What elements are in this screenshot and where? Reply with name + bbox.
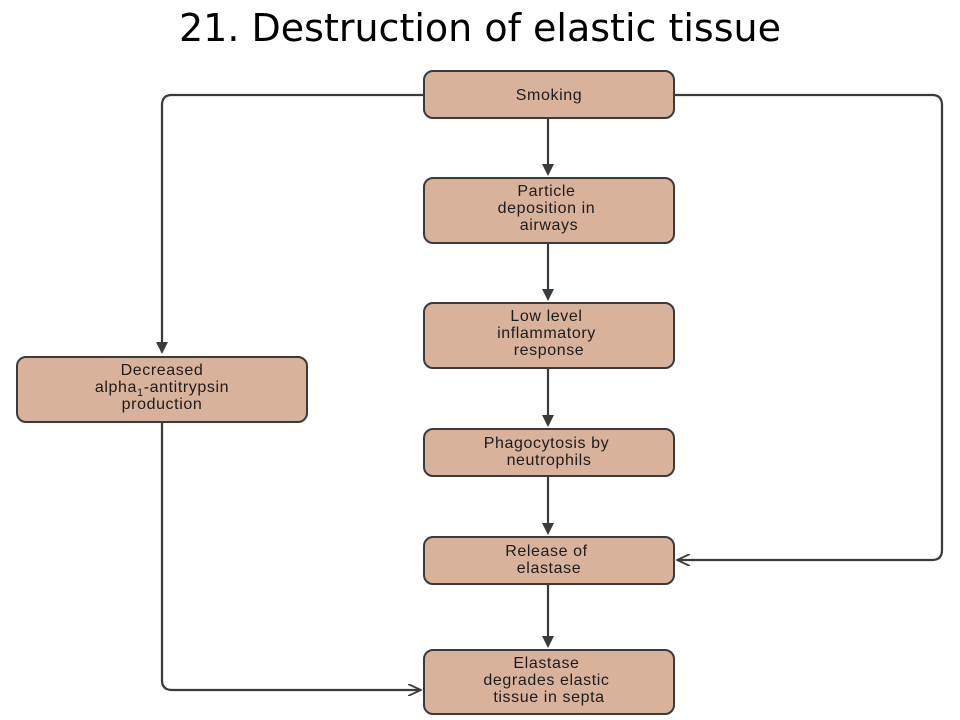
node-particle-line-2: deposition in xyxy=(498,200,596,217)
svg-text:Phagocytosis by neutroph: Phagocytosis by neutrophils xyxy=(484,435,615,469)
node-phagocytosis-line-1: Phagocytosis by xyxy=(484,435,610,452)
node-degrades-line-2: degrades elastic xyxy=(483,672,609,689)
node-particle-line-1: Particle xyxy=(517,183,575,200)
node-alpha-line-2-suffix: -antitrypsin xyxy=(144,379,229,396)
svg-text:alpha1-antitrypsin: alpha1-antitrypsin xyxy=(95,379,229,399)
node-alpha-line-2-prefix: alpha xyxy=(95,379,137,396)
edge-smoking-to-alpha xyxy=(156,93,424,354)
node-particle-line-3: airways xyxy=(520,217,578,234)
svg-text:Elastase degrades elasti: Elastase degrades elastic tissue in sept… xyxy=(483,655,614,706)
node-inflammatory-line-3: response xyxy=(514,342,585,359)
node-inflammatory-response: Low level inflammatory response xyxy=(423,302,675,369)
edge-alpha-to-degrades xyxy=(160,422,420,690)
node-decreased-alpha1-antitrypsin: Decreased alpha1-antitrypsin production xyxy=(16,356,308,423)
node-release-of-elastase: Release of elastase xyxy=(423,536,675,585)
node-alpha-line-3: production xyxy=(122,396,203,413)
edge-smoking-to-release xyxy=(674,93,944,560)
node-release-line-2: elastase xyxy=(517,560,581,577)
svg-text:production: production xyxy=(122,396,203,413)
node-smoking: Smoking xyxy=(423,70,675,119)
svg-text:Smoking: Smoking xyxy=(516,87,582,104)
node-elastase-degrades: Elastase degrades elastic tissue in sept… xyxy=(423,649,675,715)
slide-title: 21. Destruction of elastic tissue xyxy=(179,6,781,50)
node-alpha-line-1: Decreased xyxy=(121,362,204,379)
node-phagocytosis-line-2: neutrophils xyxy=(507,452,592,469)
node-degrades-line-3: tissue in septa xyxy=(493,689,604,706)
node-smoking-line-1: Smoking xyxy=(516,87,582,104)
node-degrades-line-1: Elastase xyxy=(513,655,579,672)
svg-text:Decreased: Decreased xyxy=(121,362,204,379)
node-phagocytosis: Phagocytosis by neutrophils xyxy=(423,428,675,477)
node-inflammatory-line-2: inflammatory xyxy=(497,325,596,342)
node-release-line-1: Release of xyxy=(505,543,588,560)
node-alpha-line-2-subscript: 1 xyxy=(137,387,144,399)
svg-text:Low level inflammatory: Low level inflammatory response xyxy=(497,308,601,359)
node-inflammatory-line-1: Low level xyxy=(510,308,582,325)
svg-text:Particle deposition in: Particle deposition in airways xyxy=(498,183,601,234)
node-particle-deposition: Particle deposition in airways xyxy=(423,177,675,244)
svg-text:Release of elastase: Release of elastase xyxy=(505,543,593,577)
